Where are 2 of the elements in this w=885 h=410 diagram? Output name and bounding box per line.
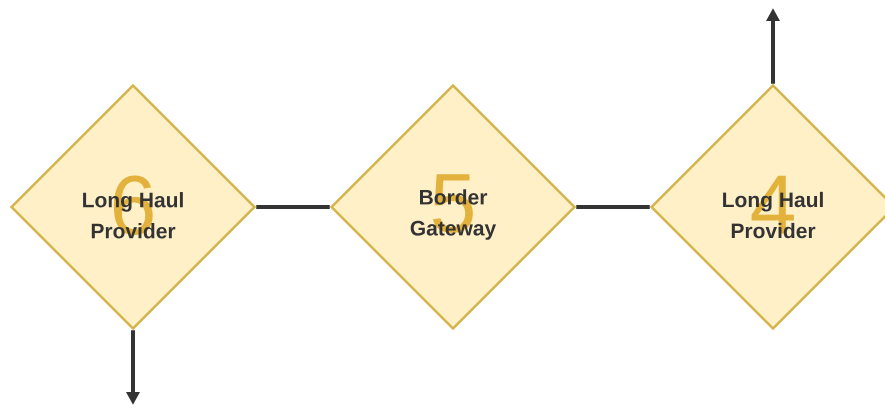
connector-line [256, 205, 330, 209]
connector-line [576, 205, 650, 209]
